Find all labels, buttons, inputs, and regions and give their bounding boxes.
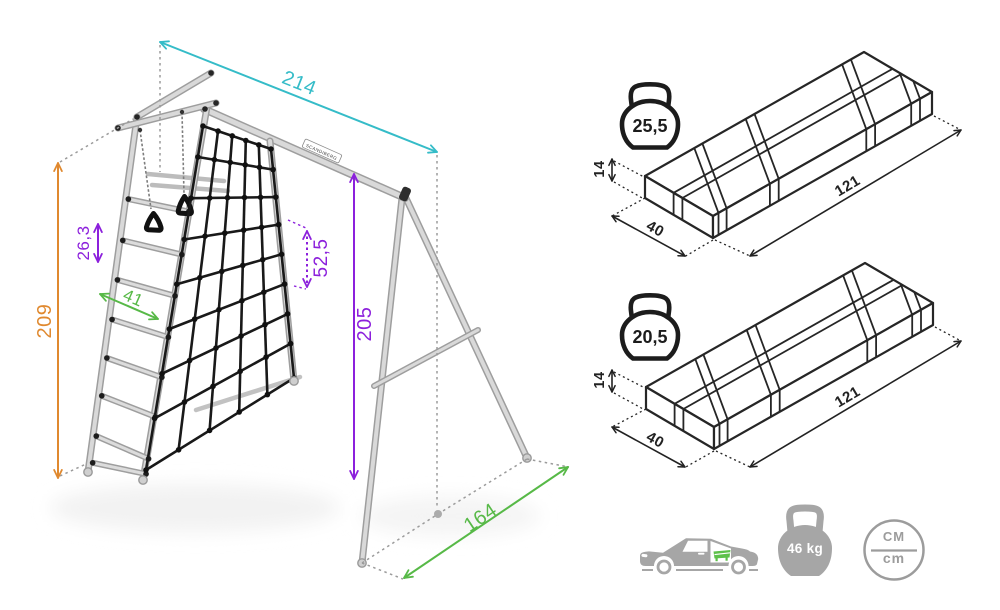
svg-text:46 kg: 46 kg <box>787 541 823 556</box>
svg-text:25,5: 25,5 <box>632 116 667 136</box>
svg-text:52,5: 52,5 <box>311 239 332 278</box>
svg-text:40: 40 <box>643 217 667 240</box>
svg-text:20,5: 20,5 <box>632 327 667 347</box>
svg-text:26,3: 26,3 <box>74 225 93 260</box>
svg-text:cm: cm <box>883 550 905 566</box>
svg-text:CM: CM <box>883 529 905 544</box>
svg-text:40: 40 <box>643 428 667 451</box>
svg-text:205: 205 <box>354 307 376 342</box>
svg-text:14: 14 <box>592 160 608 177</box>
svg-text:209: 209 <box>34 304 56 339</box>
svg-text:14: 14 <box>592 371 608 388</box>
